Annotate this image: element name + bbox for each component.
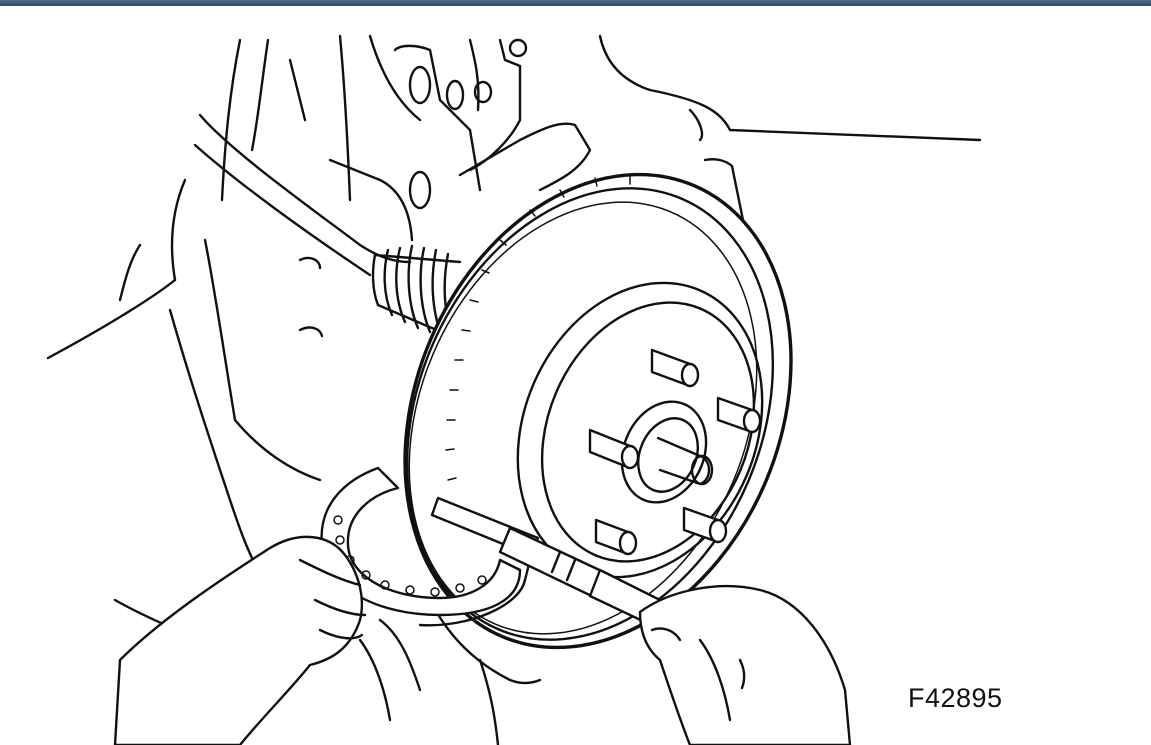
figure-code-label: F42895 — [908, 683, 1003, 713]
disc-lower-edge — [428, 598, 542, 685]
brake-disc-thickness-measurement-illustration — [46, 34, 982, 745]
window-top-bar — [0, 0, 1151, 6]
disc-vent-marks — [445, 175, 631, 481]
technician-hands — [113, 535, 852, 745]
wheel-studs — [588, 348, 762, 556]
